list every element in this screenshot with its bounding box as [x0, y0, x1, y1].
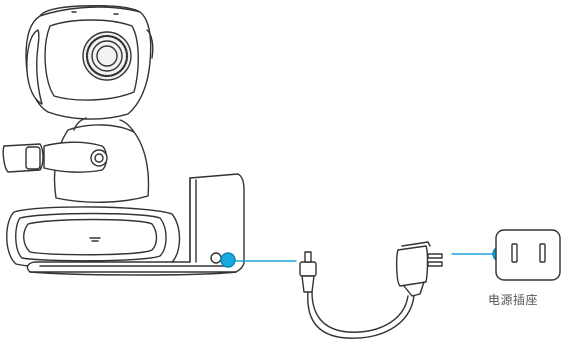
power-adapter-icon [395, 241, 443, 297]
camera-lens-icon [82, 31, 132, 81]
power-outlet-label: 电源插座 [488, 293, 539, 307]
dock-dc-port [210, 252, 222, 264]
robot-left-ear [26, 29, 43, 105]
robot-arm [2, 141, 108, 173]
robot-tread [6, 206, 181, 269]
power-outlet-icon [495, 229, 561, 281]
robot-camera-icon [2, 5, 245, 276]
power-cable-icon [299, 251, 415, 339]
dock-connection-highlight [220, 252, 297, 268]
